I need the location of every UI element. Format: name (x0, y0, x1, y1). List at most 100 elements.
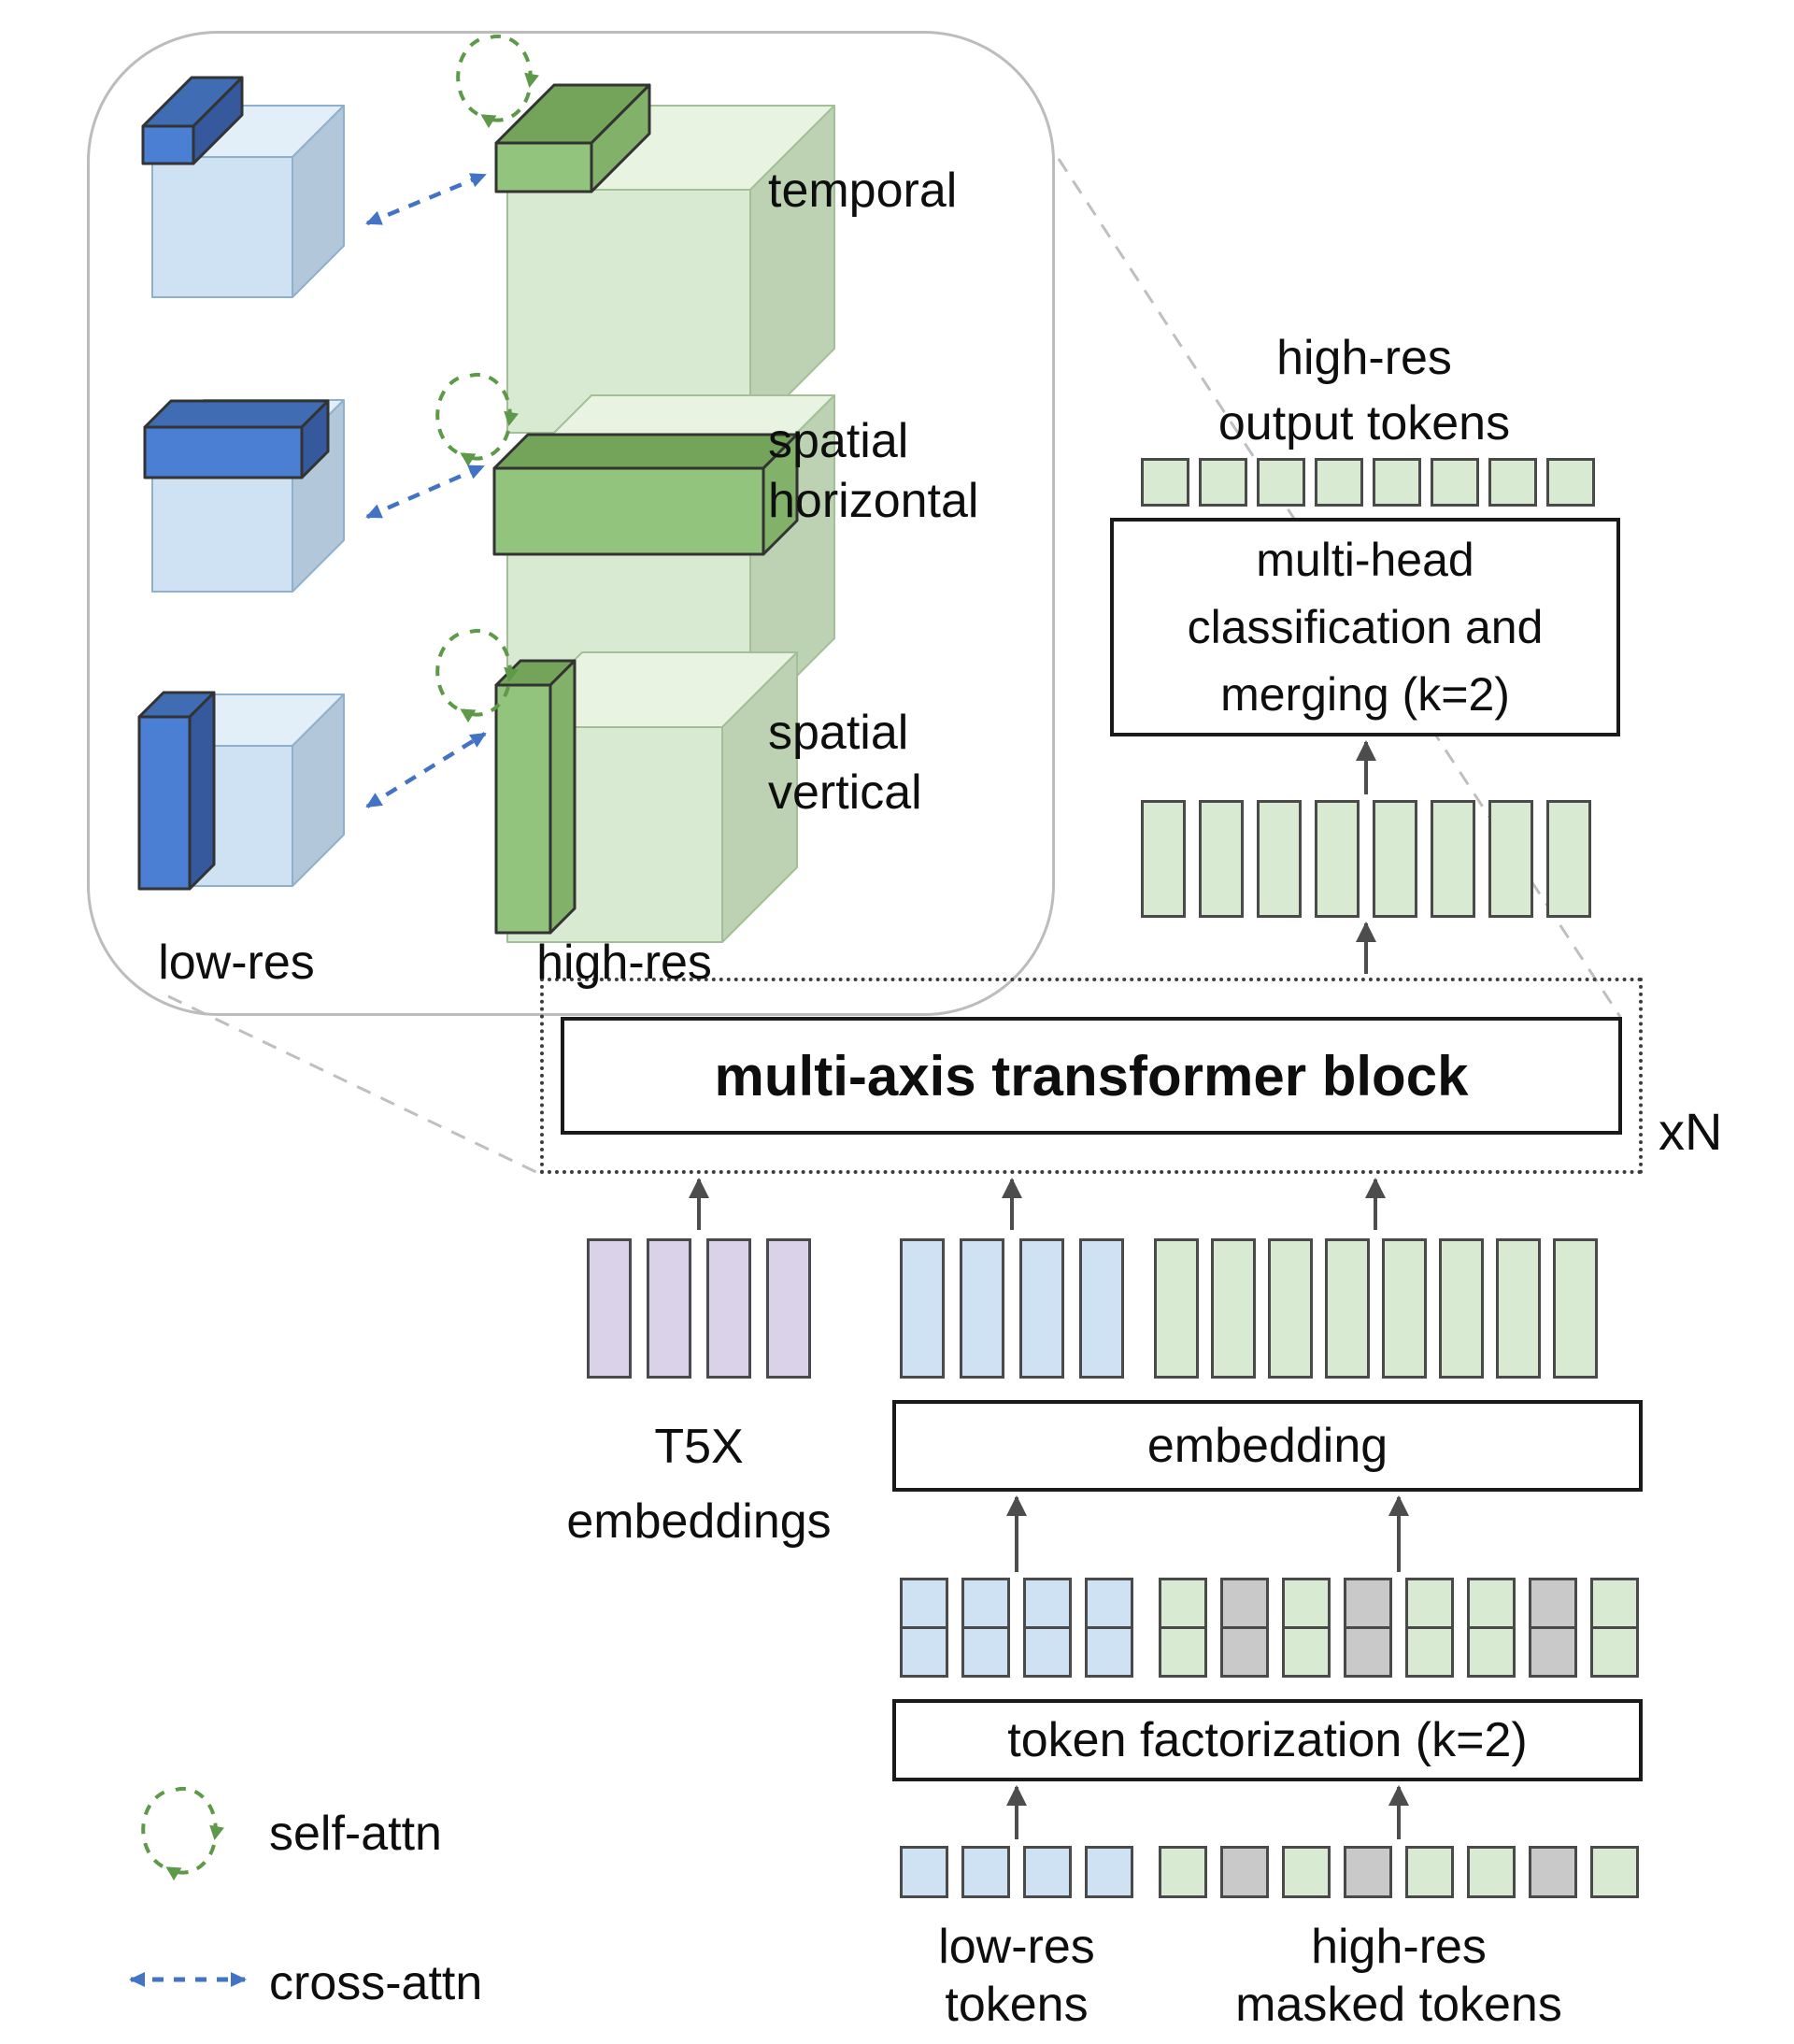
green-stacked-token (1467, 1578, 1516, 1678)
green-token (1439, 1238, 1484, 1379)
t5x-embeddings-label: T5X embeddings (566, 1420, 832, 1549)
green-token-cell (1282, 1626, 1331, 1678)
gray-token-cell (1529, 1578, 1577, 1629)
lowres-input-token-row (900, 1846, 1133, 1898)
cross-attn-arrow-temporal (365, 172, 487, 226)
green-token (1199, 458, 1247, 507)
transformer-repeat-group: multi-axis transformer block (540, 978, 1643, 1174)
green-token (1141, 458, 1189, 507)
blue-token (960, 1238, 1004, 1379)
self-attn-icon (437, 375, 510, 459)
green-token-cell (1405, 1626, 1454, 1678)
purple-token (766, 1238, 811, 1379)
green-token (1546, 458, 1595, 507)
gray-token-cell (1344, 1578, 1392, 1629)
green-token (1488, 800, 1533, 918)
green-token (1590, 1846, 1639, 1898)
gray-token-cell (1344, 1626, 1392, 1678)
green-token (1154, 1238, 1199, 1379)
flow-arrows (689, 740, 1409, 1839)
highres-embedding-row (1154, 1238, 1598, 1379)
lowres-cube-label: low-res (158, 936, 315, 990)
gray-stacked-token (1529, 1578, 1577, 1678)
green-token (1431, 800, 1475, 918)
self-attn-legend-label: self-attn (269, 1807, 442, 1861)
lowres-factorized-row (900, 1578, 1133, 1678)
blue-stacked-token (900, 1578, 948, 1678)
blue-token-cell (961, 1626, 1010, 1678)
green-token-cell (1282, 1578, 1331, 1629)
green-token-cell (1467, 1578, 1516, 1629)
premerge-token-row (1141, 800, 1591, 918)
multihead-line3: merging (k=2) (1220, 668, 1510, 721)
green-token-cell (1405, 1578, 1454, 1629)
blue-stacked-token (961, 1578, 1010, 1678)
green-token (1159, 1846, 1207, 1898)
highres-output-tokens-label: high-res output tokens (1217, 331, 1511, 450)
gray-stacked-token (1220, 1578, 1269, 1678)
highres-masked-tokens-label: high-res masked tokens (1235, 1920, 1562, 2032)
blue-token-cell (900, 1578, 948, 1629)
self-attn-icon (143, 1789, 216, 1873)
highres-factorized-row (1159, 1578, 1639, 1678)
blue-stacked-token (1085, 1578, 1133, 1678)
self-attn-icon (458, 36, 531, 121)
multi-axis-transformer-box: multi-axis transformer block (561, 1017, 1622, 1135)
blue-token-cell (961, 1578, 1010, 1629)
blue-token (961, 1846, 1010, 1898)
green-token (1488, 458, 1537, 507)
blue-token (1019, 1238, 1064, 1379)
highres-slab-temporal (494, 83, 651, 193)
gray-stacked-token (1344, 1578, 1392, 1678)
gray-token (1344, 1846, 1392, 1898)
green-token-cell (1159, 1626, 1207, 1678)
green-token (1257, 800, 1302, 918)
highres-masked-token-row (1159, 1846, 1639, 1898)
blue-stacked-token (1023, 1578, 1072, 1678)
cross-attn-arrow-spatial-h (365, 464, 485, 520)
green-stacked-token (1405, 1578, 1454, 1678)
green-token (1553, 1238, 1598, 1379)
inset-cubes (137, 31, 835, 943)
green-token (1315, 458, 1363, 507)
blue-token (1023, 1846, 1072, 1898)
blue-token-cell (1023, 1578, 1072, 1629)
gray-token-cell (1220, 1578, 1269, 1629)
zoom-connector-left (167, 994, 541, 1176)
green-token (1467, 1846, 1516, 1898)
lowres-tokens-label: low-res tokens (938, 1920, 1095, 2032)
purple-token (647, 1238, 691, 1379)
green-stacked-token (1590, 1578, 1639, 1678)
cross-attn-legend-label: cross-attn (269, 1956, 483, 2010)
green-token (1373, 800, 1417, 918)
green-stacked-token (1282, 1578, 1331, 1678)
blue-token-cell (1023, 1626, 1072, 1678)
gray-token (1220, 1846, 1269, 1898)
blue-token-cell (1085, 1578, 1133, 1629)
green-token (1325, 1238, 1370, 1379)
gray-token-cell (1529, 1626, 1577, 1678)
lowres-slab-spatial-v (137, 691, 216, 891)
multihead-line1: multi-head (1256, 534, 1474, 586)
green-token-cell (1467, 1626, 1516, 1678)
spatial-vertical-label: spatial vertical (768, 706, 922, 820)
highres-slab-spatial-v (494, 659, 577, 935)
embedding-box: embedding (892, 1400, 1643, 1492)
lowres-slab-spatial-h (143, 399, 330, 479)
cross-attn-arrow-spatial-v (365, 732, 487, 808)
blue-token (900, 1238, 945, 1379)
multihead-line2: classification and (1187, 601, 1544, 653)
inset-panel (87, 31, 1055, 1016)
gray-token (1529, 1846, 1577, 1898)
green-token (1405, 1846, 1454, 1898)
purple-token (706, 1238, 751, 1379)
blue-token (1085, 1846, 1133, 1898)
green-token-cell (1159, 1578, 1207, 1629)
green-token (1431, 458, 1479, 507)
green-token (1268, 1238, 1313, 1379)
green-token (1141, 800, 1186, 918)
output-token-row (1141, 458, 1595, 507)
green-stacked-token (1159, 1578, 1207, 1678)
